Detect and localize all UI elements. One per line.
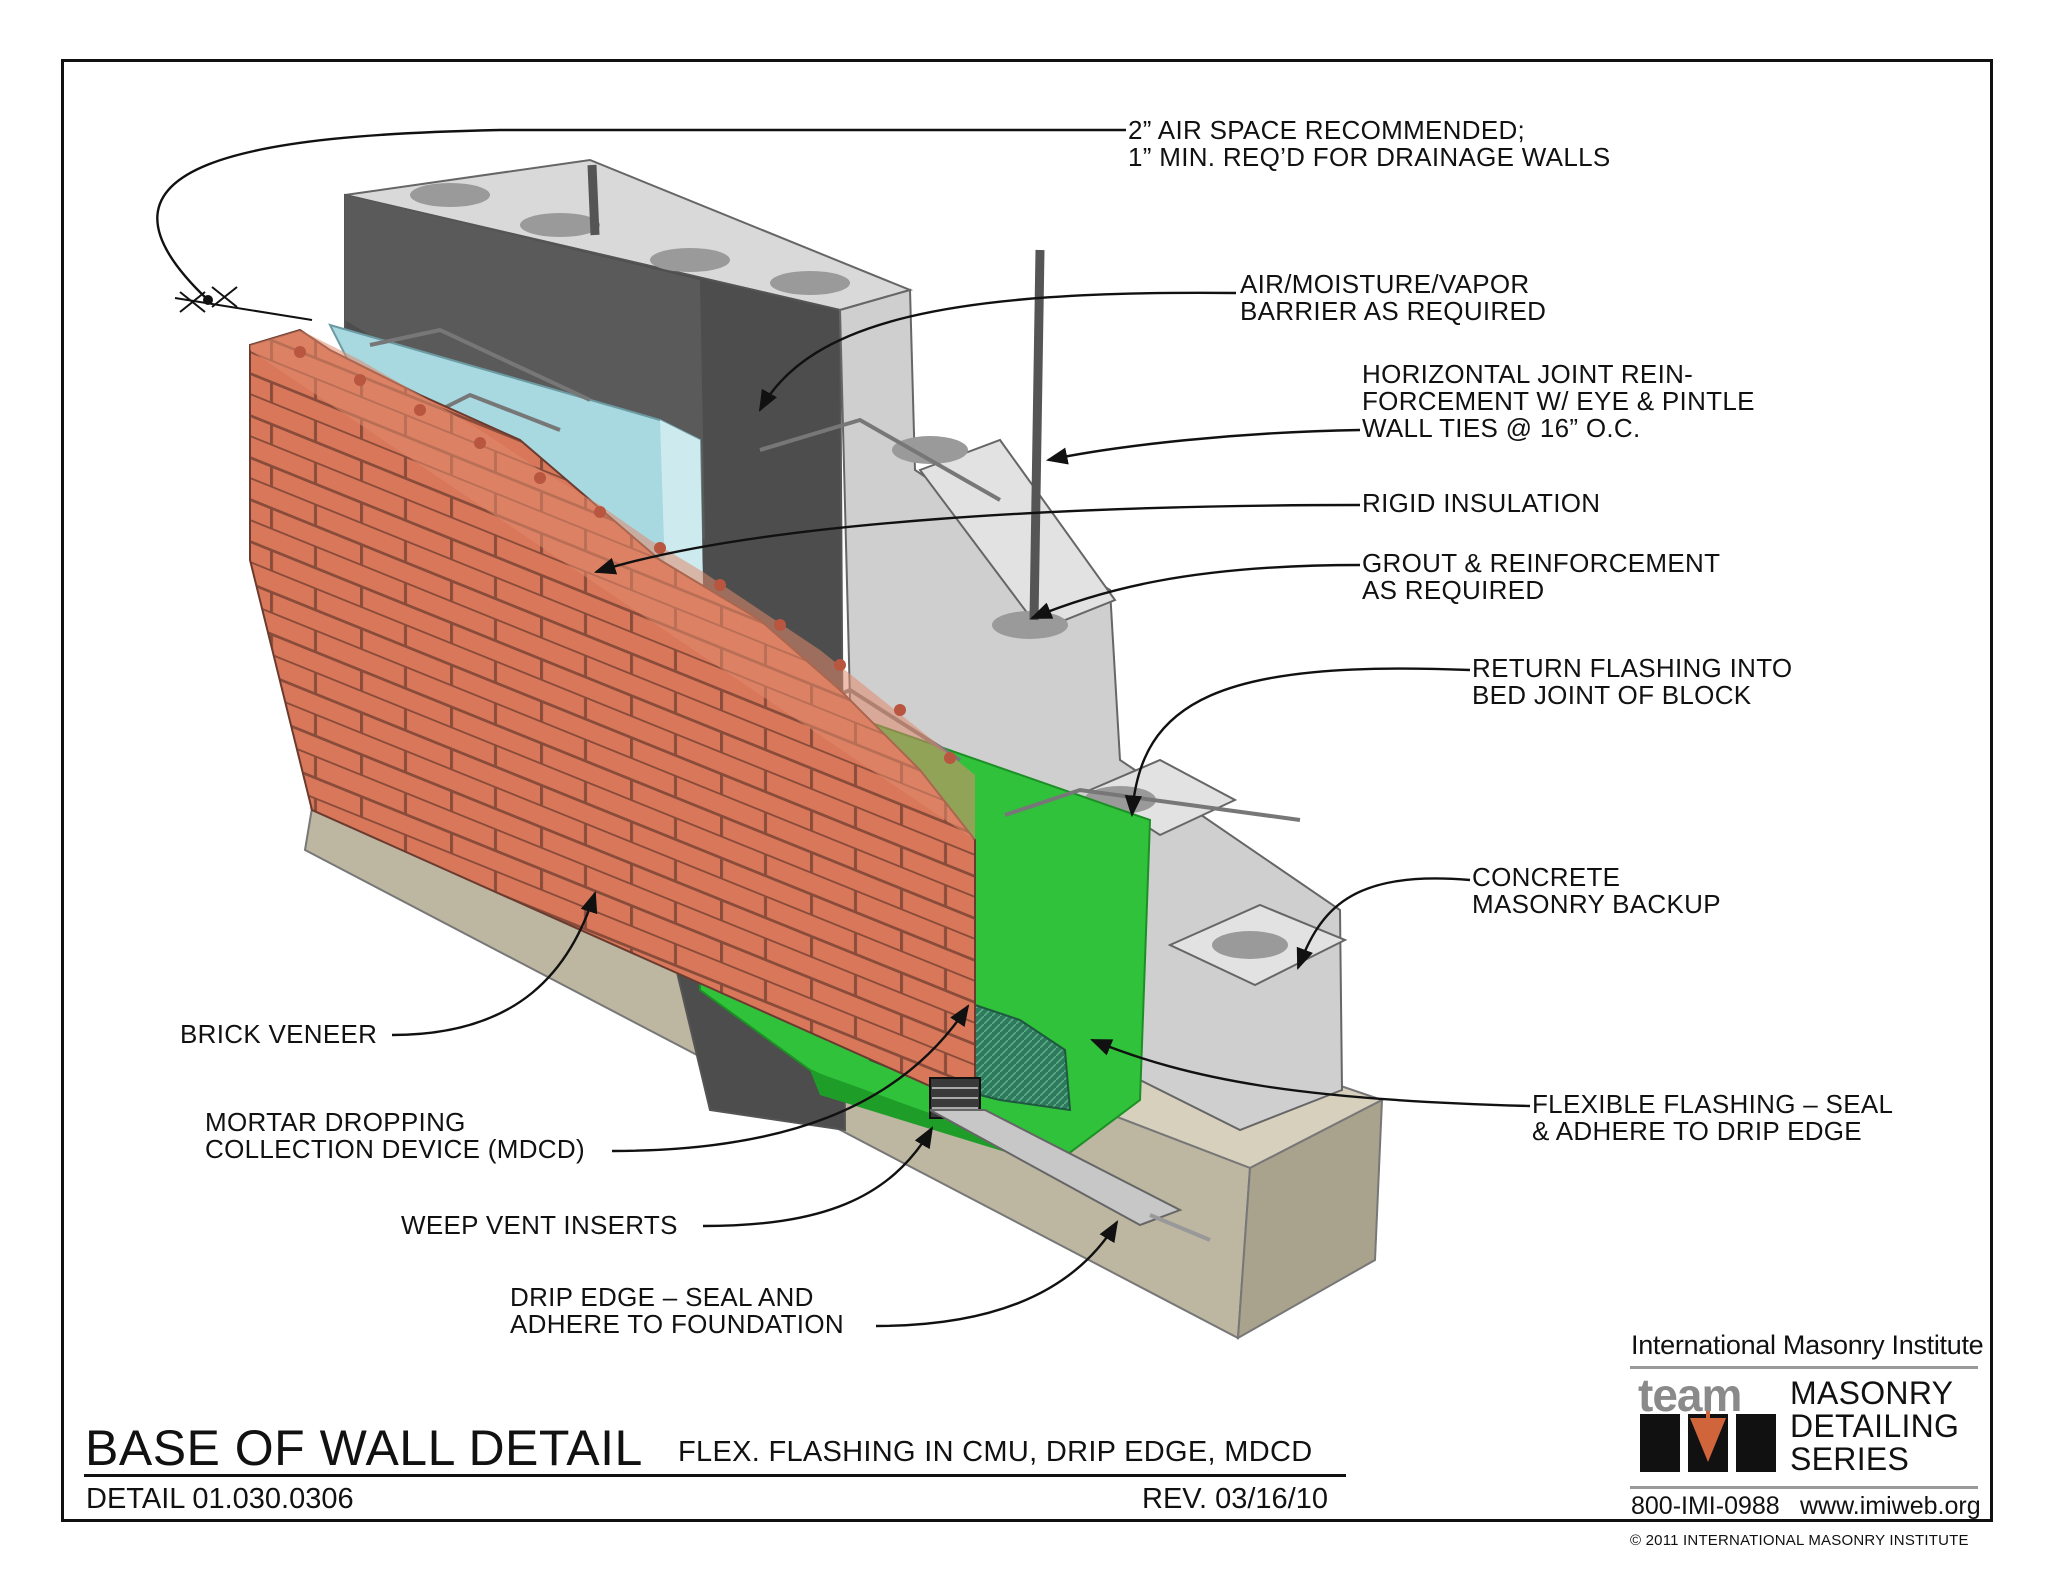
label-weep-vent: WEEP VENT INSERTS	[401, 1212, 678, 1239]
air-space-dimension-mark	[174, 286, 313, 321]
copyright-notice: © 2011 INTERNATIONAL MASONRY INSTITUTE	[1630, 1532, 1969, 1549]
leader-lines	[156, 128, 1531, 1328]
label-line: WEEP VENT INSERTS	[401, 1210, 678, 1240]
phone-number: 800-IMI-0988	[1631, 1492, 1780, 1520]
label-line: MORTAR DROPPING	[205, 1107, 466, 1137]
label-line: BRICK VENEER	[180, 1019, 378, 1049]
label-line: 1” MIN. REQ’D FOR DRAINAGE WALLS	[1128, 142, 1611, 172]
drawing-subtitle: FLEX. FLASHING IN CMU, DRIP EDGE, MDCD	[678, 1436, 1313, 1468]
logo-divider	[1630, 1366, 1978, 1369]
series-line: DETAILING	[1790, 1408, 1960, 1444]
label-line: ADHERE TO FOUNDATION	[510, 1309, 844, 1339]
label-flexible-flashing: FLEXIBLE FLASHING – SEAL & ADHERE TO DRI…	[1532, 1091, 1893, 1145]
label-return-flashing: RETURN FLASHING INTO BED JOINT OF BLOCK	[1472, 655, 1792, 709]
label-joint-reinforcement: HORIZONTAL JOINT REIN- FORCEMENT W/ EYE …	[1362, 361, 1755, 442]
label-concrete-backup: CONCRETE MASONRY BACKUP	[1472, 864, 1721, 918]
logo-divider	[1630, 1486, 1978, 1489]
title-underline	[84, 1474, 1346, 1477]
brick-veneer	[249, 328, 976, 1097]
website-link[interactable]: www.imiweb.org	[1800, 1492, 1981, 1520]
label-line: COLLECTION DEVICE (MDCD)	[205, 1134, 585, 1164]
institute-name: International Masonry Institute	[1631, 1330, 1984, 1360]
logo-team-text: team	[1638, 1369, 1742, 1421]
label-grout: GROUT & REINFORCEMENT AS REQUIRED	[1362, 550, 1720, 604]
series-line: SERIES	[1790, 1441, 1910, 1477]
label-mdcd: MORTAR DROPPING COLLECTION DEVICE (MDCD)	[205, 1109, 585, 1163]
label-barrier: AIR/MOISTURE/VAPOR BARRIER AS REQUIRED	[1240, 271, 1546, 325]
label-line: FLEXIBLE FLASHING – SEAL	[1532, 1089, 1894, 1119]
drawing-title: BASE OF WALL DETAIL	[85, 1420, 643, 1476]
revision-date: REV. 03/16/10	[1142, 1483, 1328, 1515]
label-line: 2” AIR SPACE RECOMMENDED;	[1128, 115, 1526, 145]
label-line: CONCRETE	[1472, 862, 1621, 892]
label-line: AS REQUIRED	[1362, 575, 1545, 605]
label-line: DRIP EDGE – SEAL AND	[510, 1282, 814, 1312]
label-line: BARRIER AS REQUIRED	[1240, 296, 1547, 326]
vertical-rebar	[587, 164, 1045, 621]
series-line: MASONRY	[1790, 1375, 1954, 1411]
drawing-border	[61, 59, 1993, 1522]
label-line: BED JOINT OF BLOCK	[1472, 680, 1752, 710]
label-line: HORIZONTAL JOINT REIN-	[1362, 359, 1694, 389]
label-line: MASONRY BACKUP	[1472, 889, 1721, 919]
label-drip-edge: DRIP EDGE – SEAL AND ADHERE TO FOUNDATIO…	[510, 1284, 844, 1338]
label-line: RIGID INSULATION	[1362, 488, 1601, 518]
label-line: FORCEMENT W/ EYE & PINTLE	[1362, 386, 1755, 416]
label-line: GROUT & REINFORCEMENT	[1362, 548, 1721, 578]
label-rigid-insulation: RIGID INSULATION	[1362, 490, 1600, 517]
label-line: & ADHERE TO DRIP EDGE	[1532, 1116, 1862, 1146]
drip-edge	[929, 1109, 1211, 1242]
label-line: WALL TIES @ 16” O.C.	[1362, 413, 1641, 443]
label-line: AIR/MOISTURE/VAPOR	[1240, 269, 1530, 299]
label-line: RETURN FLASHING INTO	[1472, 653, 1793, 683]
imi-trowel-logo-icon	[1640, 1410, 1776, 1472]
label-brick-veneer: BRICK VENEER	[180, 1021, 377, 1048]
label-air-space: 2” AIR SPACE RECOMMENDED; 1” MIN. REQ’D …	[1128, 117, 1610, 171]
detail-number: DETAIL 01.030.0306	[86, 1483, 354, 1515]
